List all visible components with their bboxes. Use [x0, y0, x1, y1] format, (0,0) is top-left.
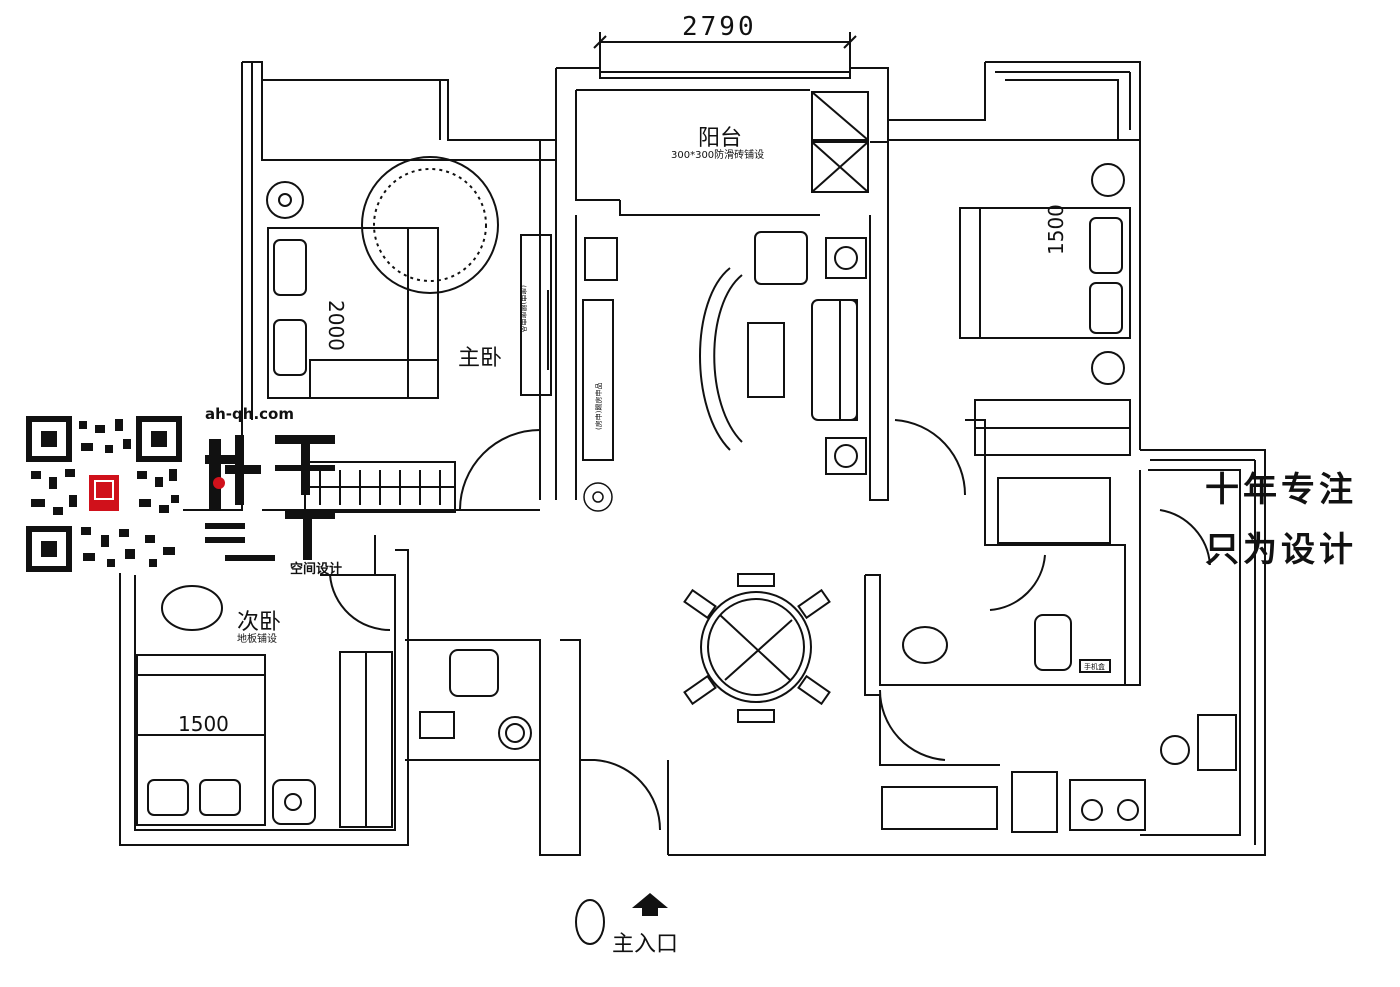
slogan-line-2: 只为设计	[1205, 530, 1357, 570]
bathroom-fixtures	[902, 477, 1111, 673]
master-tv-cabinet-label: (房申)踢房申品	[519, 285, 527, 333]
study-desk	[419, 649, 532, 750]
master-bed-size: 2000	[324, 300, 348, 351]
entrance-arrow-icon	[632, 893, 668, 916]
door-swings	[329, 419, 1211, 831]
right-bed	[959, 163, 1131, 456]
plant-icon	[583, 482, 613, 512]
balcony-fixtures	[811, 91, 869, 193]
brand-url: ah-qh.com	[205, 405, 294, 423]
dining-table	[683, 573, 831, 723]
round-rug	[361, 156, 499, 294]
right-bed-size: 1500	[1044, 204, 1068, 255]
second-bedroom-label: 次卧	[237, 610, 282, 635]
slogan-line-1: 十年专注	[1205, 470, 1357, 510]
kitchen-fixtures	[881, 714, 1237, 833]
balcony-label: 阳台	[698, 126, 743, 151]
entrance-label: 主入口	[612, 932, 679, 957]
living-tv-cabinet-label: (房申)踢房申品	[595, 382, 603, 430]
qr-code	[25, 415, 183, 573]
exterior-walls	[119, 61, 1266, 856]
second-bed-size: 1500	[178, 712, 229, 736]
brand-subtitle: 空间设计	[290, 562, 343, 577]
dimension-line	[593, 32, 857, 70]
brand-logo-mark	[205, 425, 350, 588]
second-bedroom-note: 地板铺设	[237, 634, 277, 645]
appliance-note: 手机盒	[1084, 663, 1105, 671]
master-bed	[266, 181, 439, 399]
balcony-note: 300*300防滑砖铺设	[671, 150, 765, 161]
second-bed	[136, 585, 393, 828]
living-sofa-set	[582, 231, 867, 475]
windows	[251, 62, 1256, 845]
entrance-marker	[575, 899, 605, 945]
top-dimension-label: 2790	[682, 12, 757, 42]
master-bedroom-label: 主卧	[458, 346, 503, 371]
